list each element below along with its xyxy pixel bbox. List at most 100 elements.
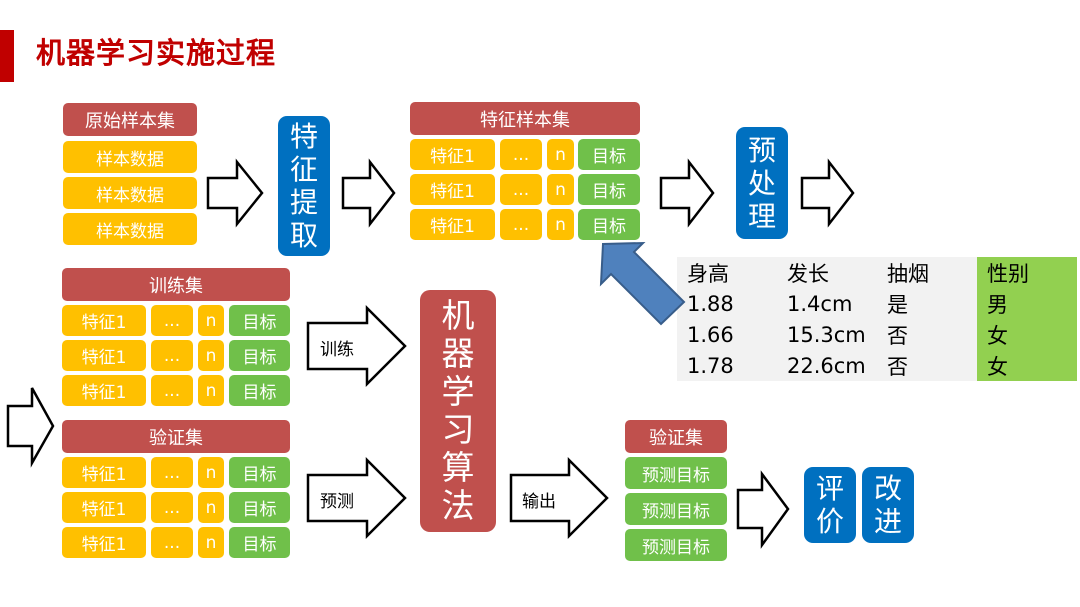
table-cell: 1.66 — [687, 322, 734, 347]
ml-algorithm-char: 算 — [441, 448, 475, 487]
preprocess-box: 预 处 理 — [736, 127, 788, 239]
feature-cell: 特征1 — [410, 209, 495, 240]
table-cell: 否 — [887, 323, 908, 348]
feature-extraction-box: 特 征 提 取 — [278, 116, 330, 256]
table-cell: 女 — [977, 319, 1077, 350]
flow-arrow — [341, 158, 396, 228]
feature-extraction-char: 取 — [289, 219, 318, 252]
output-arrow — [509, 456, 609, 540]
n-cell: n — [198, 340, 224, 371]
ml-algorithm-char: 器 — [441, 334, 475, 373]
target-cell: 目标 — [229, 457, 290, 488]
ml-algorithm-char: 法 — [441, 486, 475, 525]
table-cell: 是 — [887, 292, 908, 317]
raw-set-header: 原始样本集 — [63, 103, 197, 136]
feature-cell: 特征1 — [410, 139, 495, 170]
feature-cell: 特征1 — [62, 457, 146, 488]
ellipsis-cell: ... — [151, 305, 193, 336]
target-cell: 目标 — [578, 209, 640, 240]
preprocess-char: 理 — [747, 199, 776, 233]
valid-set-header: 验证集 — [62, 420, 290, 453]
table-cell: 1.78 — [687, 353, 734, 378]
feature-cell: 特征1 — [62, 305, 146, 336]
train-label: 训练 — [320, 340, 354, 360]
train-arrow — [306, 304, 407, 388]
title-accent-bar — [0, 30, 14, 82]
target-cell: 目标 — [578, 174, 640, 205]
target-cell: 目标 — [229, 375, 290, 406]
feature-cell: 特征1 — [62, 492, 146, 523]
table-header-cell: 抽烟 — [887, 261, 929, 286]
n-cell: n — [547, 174, 574, 205]
n-cell: n — [198, 375, 224, 406]
improve-box: 改 进 — [862, 467, 914, 543]
feature-cell: 特征1 — [62, 375, 146, 406]
preprocess-char: 预 — [747, 133, 776, 167]
ml-algorithm-char: 习 — [441, 410, 475, 449]
predict-arrow — [306, 456, 407, 540]
raw-sample-row: 样本数据 — [63, 177, 197, 209]
ml-algorithm-box: 机 器 学 习 算 法 — [420, 290, 496, 532]
page-title: 机器学习实施过程 — [36, 36, 277, 70]
ellipsis-cell: ... — [500, 139, 542, 170]
table-cell: 否 — [887, 354, 908, 379]
table-cell: 1.4cm — [787, 291, 853, 316]
table-cell: 女 — [977, 350, 1077, 381]
improve-char: 进 — [873, 505, 902, 538]
sample-table: 身高 发长 抽烟 性别 1.88 1.4cm 是 男 1.66 15.3cm 否… — [677, 257, 1077, 381]
feature-cell: 特征1 — [410, 174, 495, 205]
n-cell: n — [198, 492, 224, 523]
improve-char: 改 — [873, 472, 902, 505]
feature-extraction-char: 提 — [289, 186, 318, 219]
target-cell: 目标 — [229, 305, 290, 336]
predicted-target-row: 预测目标 — [625, 493, 727, 525]
evaluate-box: 评 价 — [804, 467, 856, 543]
ellipsis-cell: ... — [500, 174, 542, 205]
evaluate-char: 价 — [815, 505, 844, 538]
raw-sample-row: 样本数据 — [63, 213, 197, 245]
target-cell: 目标 — [229, 527, 290, 558]
ellipsis-cell: ... — [151, 492, 193, 523]
preprocess-char: 处 — [747, 166, 776, 200]
table-header-cell: 身高 — [687, 261, 729, 286]
table-cell: 男 — [977, 288, 1077, 319]
flow-arrow — [659, 158, 715, 228]
flow-arrow — [736, 470, 790, 549]
ellipsis-cell: ... — [151, 340, 193, 371]
flow-arrow — [206, 158, 264, 228]
n-cell: n — [547, 209, 574, 240]
table-header-cell: 性别 — [977, 257, 1077, 288]
diagonal-arrow — [599, 241, 686, 326]
evaluate-char: 评 — [815, 472, 844, 505]
predicted-target-row: 预测目标 — [625, 529, 727, 561]
table-cell: 22.6cm — [787, 353, 866, 378]
ellipsis-cell: ... — [151, 375, 193, 406]
flow-arrow — [800, 158, 855, 228]
ellipsis-cell: ... — [151, 457, 193, 488]
feature-cell: 特征1 — [62, 340, 146, 371]
ml-algorithm-char: 学 — [441, 372, 475, 411]
feature-cell: 特征1 — [62, 527, 146, 558]
n-cell: n — [198, 305, 224, 336]
output-label: 输出 — [522, 492, 556, 512]
n-cell: n — [547, 139, 574, 170]
table-cell: 15.3cm — [787, 322, 866, 347]
ellipsis-cell: ... — [151, 527, 193, 558]
n-cell: n — [198, 457, 224, 488]
flow-arrow — [6, 387, 55, 468]
ellipsis-cell: ... — [500, 209, 542, 240]
ml-algorithm-char: 机 — [441, 296, 475, 335]
n-cell: n — [198, 527, 224, 558]
feature-extraction-char: 征 — [289, 153, 318, 186]
predicted-target-row: 预测目标 — [625, 457, 727, 489]
target-cell: 目标 — [578, 139, 640, 170]
output-set-header: 验证集 — [625, 420, 727, 453]
raw-sample-row: 样本数据 — [63, 141, 197, 173]
feature-extraction-char: 特 — [289, 120, 318, 153]
table-header-cell: 发长 — [787, 261, 829, 286]
predict-label: 预测 — [320, 492, 354, 512]
train-set-header: 训练集 — [62, 268, 290, 301]
target-cell: 目标 — [229, 340, 290, 371]
table-cell: 1.88 — [687, 291, 734, 316]
